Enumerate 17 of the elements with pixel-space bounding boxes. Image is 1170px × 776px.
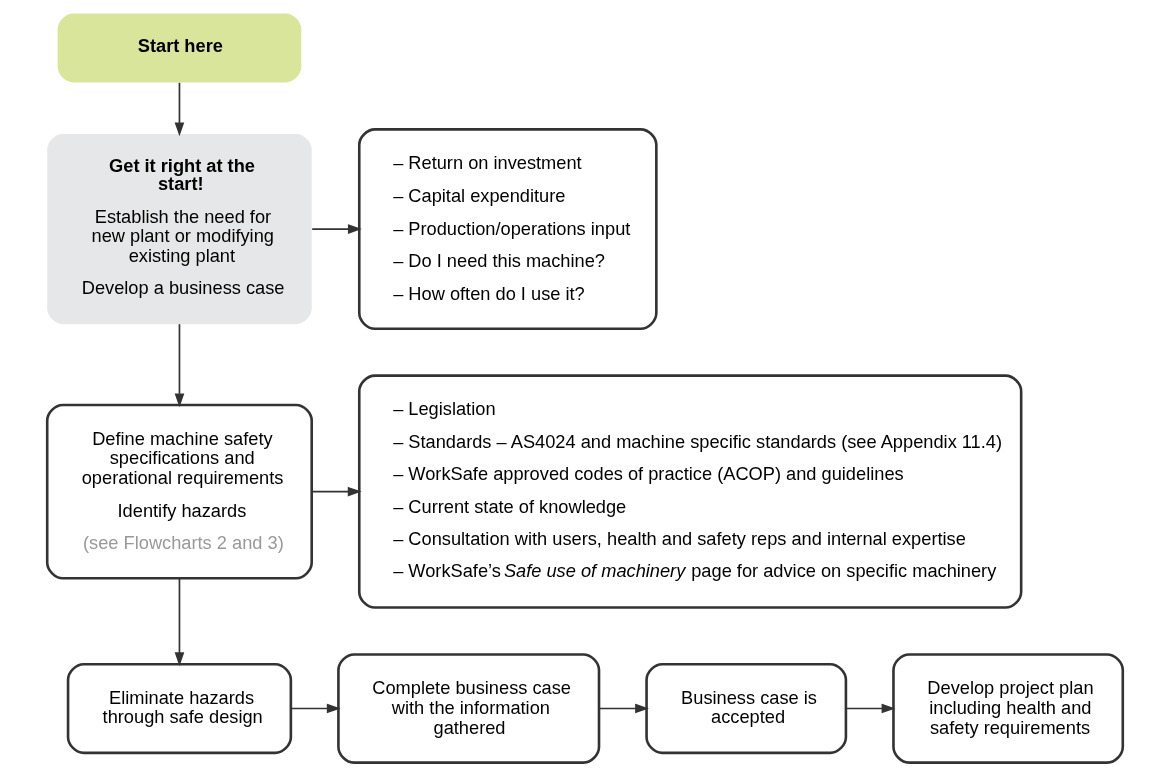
node-box: Develop project plan including health and safety requirements — [892, 653, 1125, 764]
node-box: Start here — [57, 13, 302, 83]
arrow — [845, 703, 896, 714]
node-box: Get it right at the start! Establish the need for new plant or modifying existing plant Develop a business case — [47, 133, 312, 325]
node-box: – Legislation – Standards – AS4024 and machine specific standards (see Appendix 11.4) – WorkSafe approved codes of practice (ACOP) and guidelines – Current state of knowledge – Consultation with users, health and safety reps and internal expertise – WorkSafe’s Safe use of machinery page for advice on specific machinery — [357, 374, 1023, 609]
node-box: Eliminate hazards through safe design — [66, 662, 293, 755]
arrow — [598, 703, 649, 714]
arrow — [174, 323, 185, 408]
node-box: – Return on investment – Capital expenditure – Production/operations input – Do I need this machine? – How often do I use it? — [357, 128, 658, 331]
arrow — [290, 703, 341, 714]
arrow — [174, 578, 185, 667]
arrow — [311, 486, 362, 497]
arrow — [174, 81, 185, 137]
arrow — [311, 224, 362, 234]
node-box: Business case is accepted — [645, 662, 848, 755]
node-box: Complete business case with the information gathered — [337, 653, 601, 764]
node-box: Define machine safety specifications and operational requirements Identify hazards (see Flowcharts 2 and 3) — [45, 403, 313, 580]
